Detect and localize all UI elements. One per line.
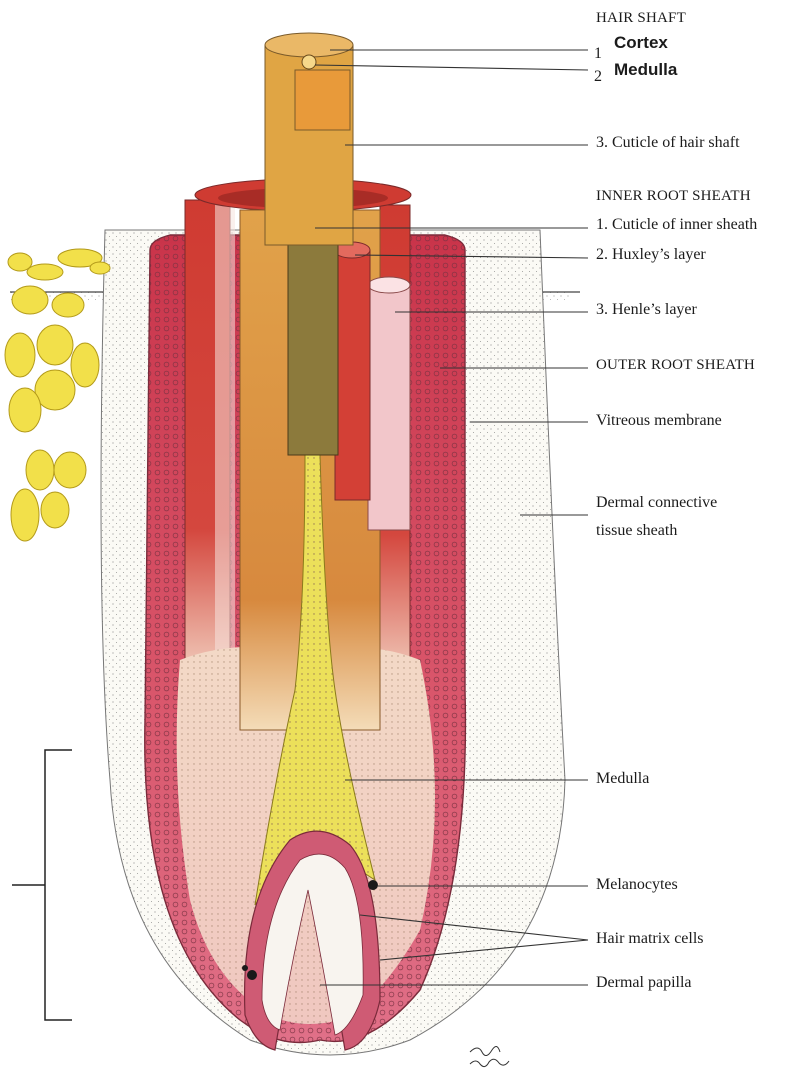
hair-shaft-heading: HAIR SHAFT — [596, 10, 686, 27]
inner-root-sheath-heading: INNER ROOT SHEATH — [596, 188, 751, 205]
artist-signature — [470, 1046, 509, 1066]
outer-root-sheath-label: OUTER ROOT SHEATH — [596, 357, 755, 374]
medulla-top-number: 2 — [594, 68, 602, 86]
hair-matrix-cells-label: Hair matrix cells — [596, 930, 704, 948]
bulb-bracket — [12, 750, 72, 1020]
medulla-label: Medulla — [596, 770, 649, 788]
dermal-papilla-label: Dermal papilla — [596, 974, 692, 992]
cuticle-inner-sheath-label: 1. Cuticle of inner sheath — [596, 216, 757, 234]
cortex-label: Cortex — [614, 33, 668, 53]
medulla-top-label: Medulla — [614, 60, 677, 80]
melanocytes-label: Melanocytes — [596, 876, 678, 894]
vitreous-membrane-label: Vitreous membrane — [596, 412, 722, 430]
dermal-sheath-label-line1: Dermal connective — [596, 494, 717, 512]
cuticle-hair-shaft-label: 3. Cuticle of hair shaft — [596, 134, 740, 152]
huxley-layer-label: 2. Huxley’s layer — [596, 246, 706, 264]
dermal-sheath-label-line2: tissue sheath — [596, 522, 677, 540]
cortex-number: 1 — [594, 45, 602, 63]
henle-layer-label: 3. Henle’s layer — [596, 301, 697, 319]
